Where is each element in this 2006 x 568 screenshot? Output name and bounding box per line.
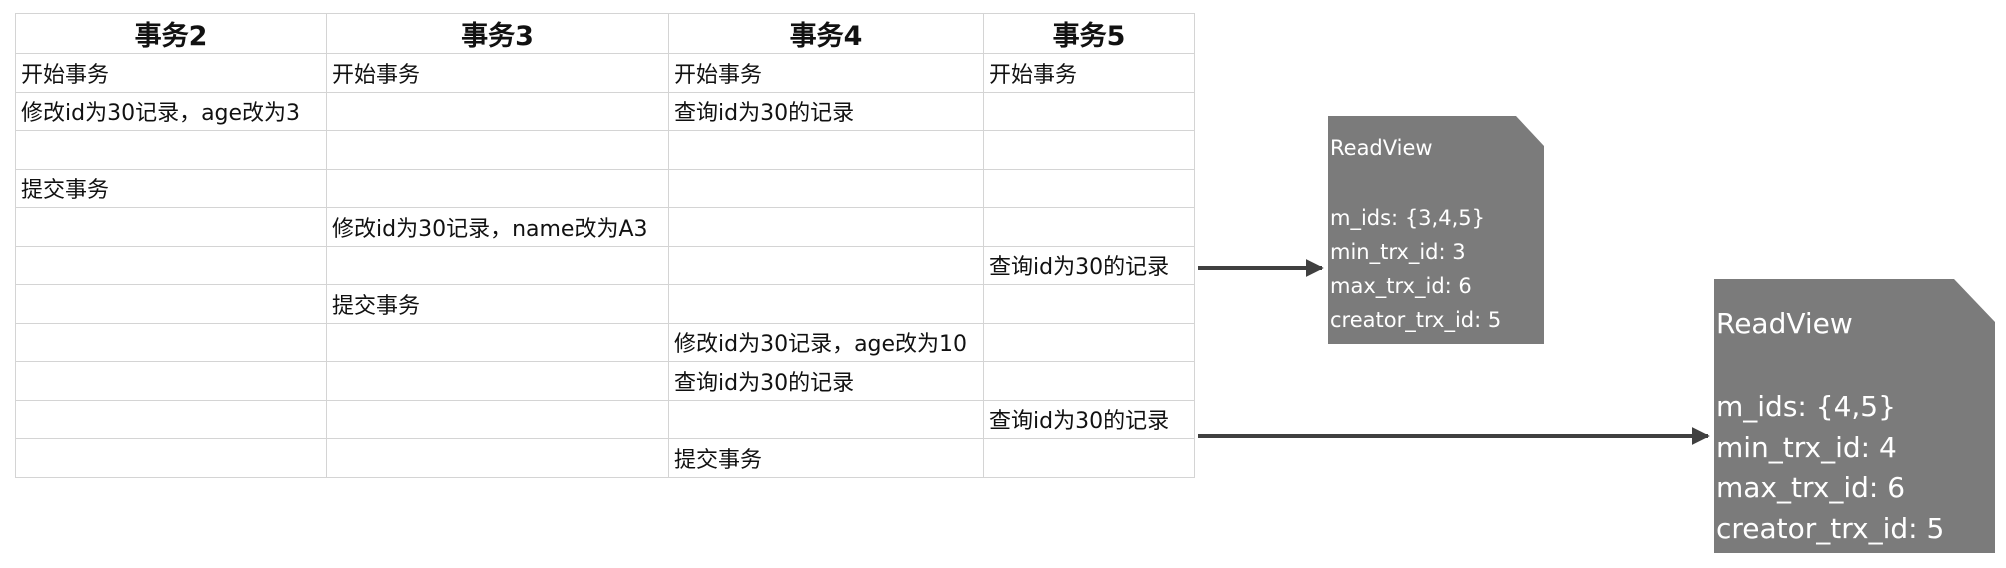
column-header-transaction-5: 事务5 bbox=[983, 13, 1195, 54]
table-cell: 开始事务 bbox=[15, 53, 327, 93]
table-cell bbox=[668, 207, 984, 247]
table-cell bbox=[326, 130, 669, 170]
table-cell: 提交事务 bbox=[668, 438, 984, 478]
table-cell: 提交事务 bbox=[15, 168, 327, 208]
table-cell: 提交事务 bbox=[326, 284, 669, 324]
readview-max-trx-id: max_trx_id: 6 bbox=[1330, 274, 1472, 298]
table-cell: 查询id为30的记录 bbox=[983, 399, 1195, 439]
table-cell bbox=[983, 207, 1195, 247]
column-header-transaction-2: 事务2 bbox=[15, 13, 327, 54]
table-cell bbox=[326, 361, 669, 401]
readview-title: ReadView bbox=[1330, 136, 1433, 160]
table-cell bbox=[326, 168, 669, 208]
table-cell bbox=[983, 130, 1195, 170]
table-row: 提交事务 bbox=[15, 438, 1195, 478]
table-cell bbox=[983, 438, 1195, 478]
table-cell bbox=[15, 284, 327, 324]
column-header-transaction-4: 事务4 bbox=[668, 13, 984, 54]
table-cell: 修改id为30记录，name改为A3 bbox=[326, 207, 669, 247]
table-cell: 开始事务 bbox=[983, 53, 1195, 93]
table-cell bbox=[15, 207, 327, 247]
column-header-transaction-3: 事务3 bbox=[326, 13, 669, 54]
readview-m-ids: m_ids: {4,5} bbox=[1716, 390, 1896, 423]
table-row bbox=[15, 130, 1195, 170]
table-cell: 修改id为30记录，age改为3 bbox=[15, 91, 327, 131]
table-cell bbox=[326, 91, 669, 131]
table-cell bbox=[15, 438, 327, 478]
readview-creator-trx-id: creator_trx_id: 5 bbox=[1716, 512, 1945, 545]
table-cell: 开始事务 bbox=[668, 53, 984, 93]
table-cell bbox=[668, 399, 984, 439]
readview-m-ids: m_ids: {3,4,5} bbox=[1330, 206, 1485, 230]
table-row: 修改id为30记录，age改为3 查询id为30的记录 bbox=[15, 91, 1195, 131]
table-cell bbox=[983, 91, 1195, 131]
table-row: 开始事务开始事务开始事务开始事务 bbox=[15, 53, 1195, 93]
readview-note-2: ReadView m_ids: {4,5} min_trx_id: 4 max_… bbox=[1714, 279, 1995, 553]
table-row: 查询id为30的记录 bbox=[15, 399, 1195, 439]
table-cell bbox=[15, 322, 327, 362]
table-cell bbox=[326, 399, 669, 439]
table-cell: 查询id为30的记录 bbox=[668, 361, 984, 401]
table-cell: 查询id为30的记录 bbox=[983, 245, 1195, 285]
table-row: 查询id为30的记录 bbox=[15, 361, 1195, 401]
table-cell bbox=[983, 168, 1195, 208]
table-row: 修改id为30记录，name改为A3 bbox=[15, 207, 1195, 247]
readview-note-1: ReadView m_ids: {3,4,5} min_trx_id: 3 ma… bbox=[1328, 116, 1544, 344]
table-row: 提交事务 bbox=[15, 168, 1195, 208]
readview-min-trx-id: min_trx_id: 3 bbox=[1330, 240, 1466, 264]
table-cell: 开始事务 bbox=[326, 53, 669, 93]
table-cell bbox=[983, 284, 1195, 324]
readview-title: ReadView bbox=[1716, 307, 1853, 340]
table-cell bbox=[668, 130, 984, 170]
table-cell: 查询id为30的记录 bbox=[668, 91, 984, 131]
table-cell bbox=[326, 438, 669, 478]
table-row: 提交事务 bbox=[15, 284, 1195, 324]
readview-max-trx-id: max_trx_id: 6 bbox=[1716, 471, 1906, 504]
readview-creator-trx-id: creator_trx_id: 5 bbox=[1330, 308, 1502, 332]
readview-min-trx-id: min_trx_id: 4 bbox=[1716, 431, 1897, 464]
